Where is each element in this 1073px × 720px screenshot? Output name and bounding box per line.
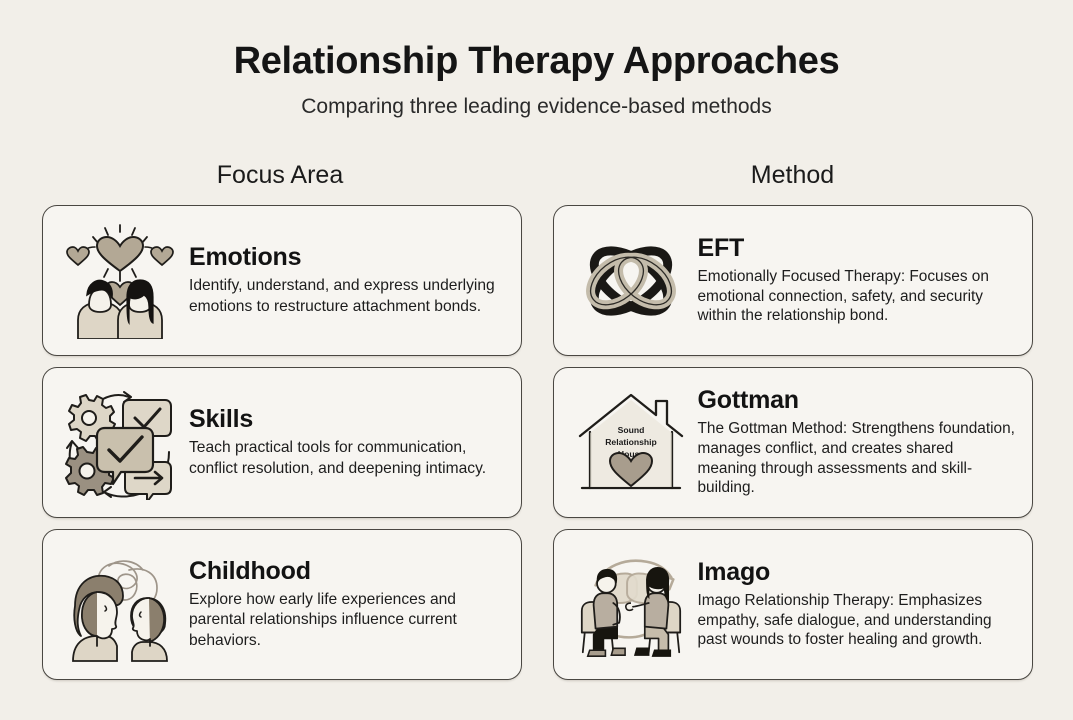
comparison-grid: Emotions Identify, understand, and expre… <box>42 205 1033 691</box>
house-label-line-1: Sound <box>617 425 644 435</box>
grid-row: Emotions Identify, understand, and expre… <box>42 205 1033 356</box>
card-description: Teach practical tools for communication,… <box>189 439 487 477</box>
card-text: Skills Teach practical tools for communi… <box>181 406 507 479</box>
card-eft[interactable]: EFT Emotionally Focused Therapy: Focuses… <box>552 205 1033 356</box>
card-text: Imago Imago Relationship Therapy: Emphas… <box>692 557 1019 651</box>
gears-speech-bubbles-icon <box>59 383 181 503</box>
card-description: Imago Relationship Therapy: Emphasizes e… <box>697 591 992 649</box>
column-headings: Focus Area Method <box>0 163 1073 199</box>
header: Relationship Therapy Approaches Comparin… <box>0 0 1073 119</box>
card-text: Emotions Identify, understand, and expre… <box>181 244 507 317</box>
card-title: EFT <box>697 233 745 262</box>
couple-hearts-icon <box>59 221 181 341</box>
card-childhood[interactable]: Childhood Explore how early life experie… <box>42 529 522 680</box>
card-imago[interactable]: Imago Imago Relationship Therapy: Emphas… <box>552 529 1033 680</box>
card-description: Identify, understand, and express underl… <box>189 277 495 315</box>
card-description: The Gottman Method: Strengthens foundati… <box>697 419 1015 497</box>
page-subtitle: Comparing three leading evidence-based m… <box>301 94 772 118</box>
column-heading-focus-area: Focus Area <box>216 161 344 189</box>
page-title: Relationship Therapy Approaches <box>233 40 840 82</box>
seated-couple-dialogue-icon <box>570 545 692 665</box>
sound-relationship-house-icon: Sound Relationship House <box>570 383 692 503</box>
card-skills[interactable]: Skills Teach practical tools for communi… <box>42 367 522 518</box>
card-text: Gottman The Gottman Method: Strengthens … <box>692 385 1019 498</box>
card-title: Skills <box>189 405 254 434</box>
parent-child-profiles-icon <box>59 545 181 665</box>
interlocking-knot-icon <box>570 221 692 341</box>
card-description: Emotionally Focused Therapy: Focuses on … <box>697 267 989 325</box>
house-label-line-3: House <box>617 449 643 459</box>
card-emotions[interactable]: Emotions Identify, understand, and expre… <box>42 205 522 356</box>
house-label-line-2: Relationship <box>605 437 657 447</box>
card-title: Imago <box>697 557 771 586</box>
card-gottman[interactable]: Sound Relationship House Gottman The Got… <box>552 367 1033 518</box>
grid-row: Childhood Explore how early life experie… <box>42 529 1033 680</box>
card-title: Emotions <box>189 243 302 272</box>
card-description: Explore how early life experiences and p… <box>189 591 457 649</box>
card-title: Gottman <box>697 385 800 414</box>
grid-row: Skills Teach practical tools for communi… <box>42 367 1033 518</box>
card-title: Childhood <box>189 557 311 586</box>
column-heading-method: Method <box>750 161 835 189</box>
card-text: Childhood Explore how early life experie… <box>181 558 507 651</box>
card-text: EFT Emotionally Focused Therapy: Focuses… <box>692 233 1019 327</box>
